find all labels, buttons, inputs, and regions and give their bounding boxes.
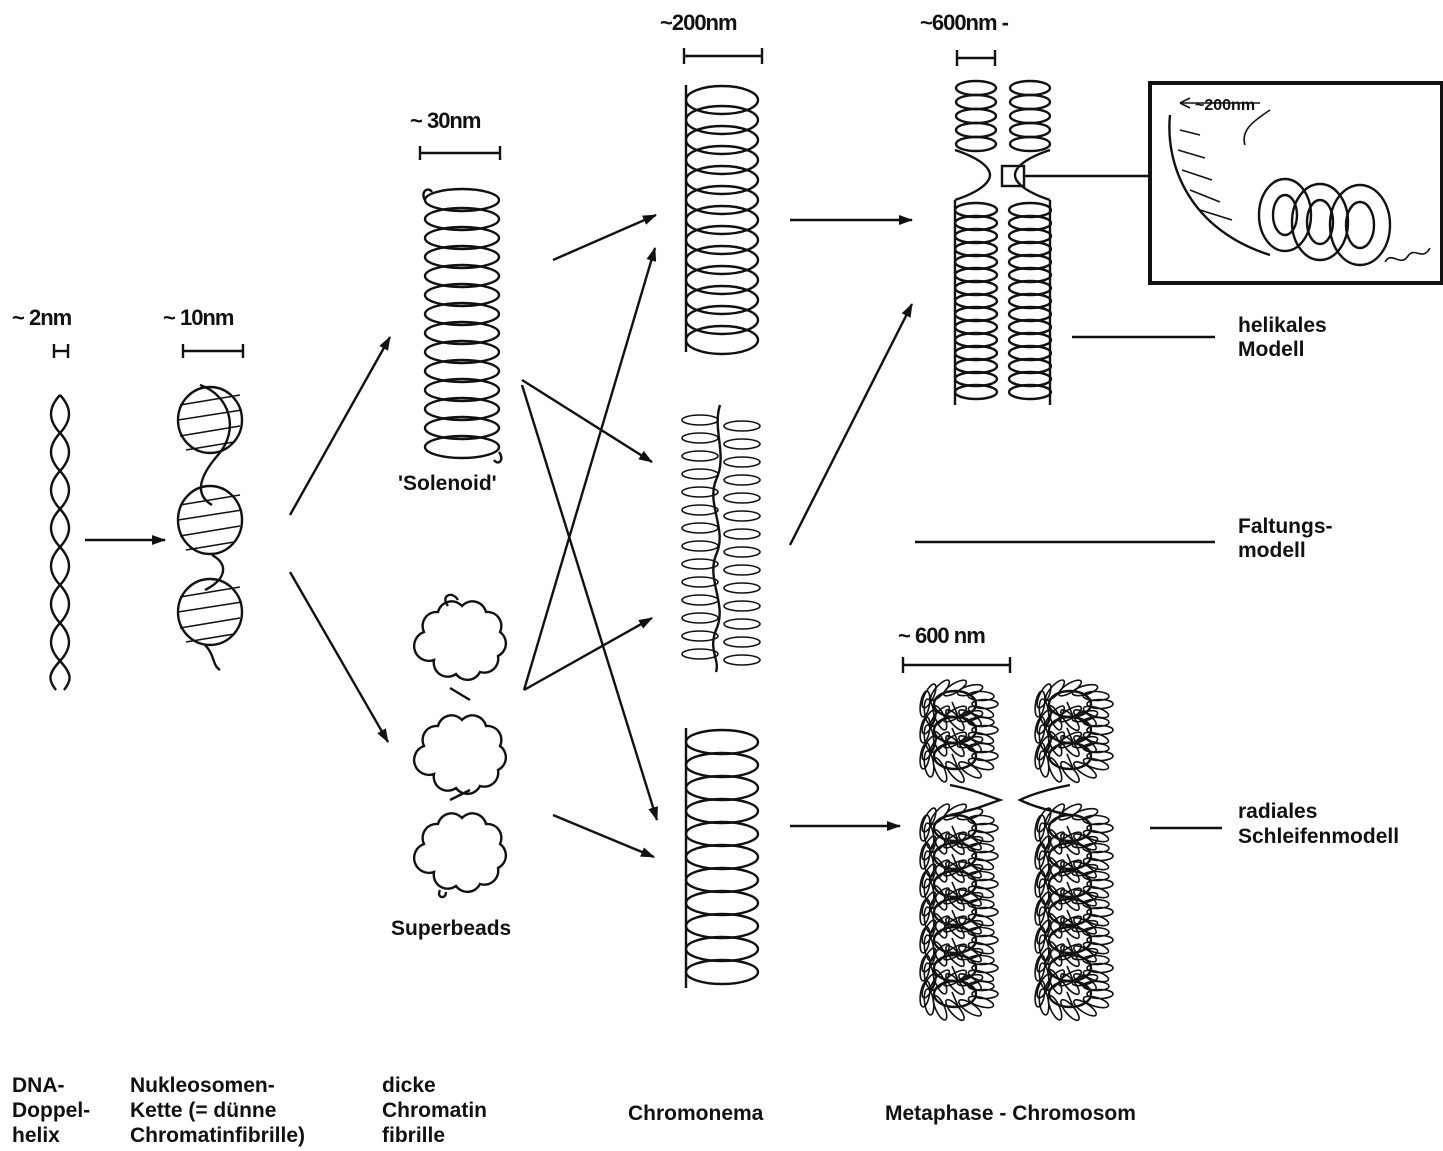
chromonema-folded [682,405,760,672]
nucleosome-chain [178,385,242,670]
stage-thick-fibril-line2: Chromatin [382,1099,487,1122]
stage-thick-fibril-line3: fibrille [382,1124,445,1147]
scale-label-solenoid: ~ 30nm [410,108,481,133]
radial-loop-chromosome [919,677,1113,1022]
radial-model-label-line2: Schleifenmodell [1238,825,1399,848]
arrow-to-solenoid [290,337,390,515]
arrow-fold-to-chromosome [790,304,912,545]
stage-dna-line2: Doppel- [12,1099,90,1122]
stage-metaphase: Metaphase - Chromosom [885,1102,1136,1125]
folding-model-label-line1: Faltungs- [1238,515,1333,538]
stage-nucleosome-line1: Nukleosomen- [130,1074,275,1097]
chromonema-loops [686,728,758,988]
solenoid-label: 'Solenoid' [398,472,497,495]
helical-metaphase-chromosome [955,81,1051,405]
scale-bar-solenoid [420,146,500,160]
scale-label-radial-chromosome: ~ 600 nm [898,623,985,648]
scale-label-chromonema: ~200nm [660,10,737,35]
folding-model-label-line2: modell [1238,539,1306,562]
arrow-solenoid-to-chromonema-loops [522,385,657,820]
scale-label-nucleosome: ~ 10nm [163,305,234,330]
arrow-to-superbeads [290,572,388,742]
scale-bar-radial-chromosome [903,657,1010,673]
helical-model-label-line1: helikales [1238,314,1327,337]
radial-model-label-line1: radiales [1238,800,1317,823]
stage-nucleosome-line2: Kette (= dünne [130,1099,276,1122]
scale-label-helical-chromosome: ~600nm - [920,10,1009,35]
chromonema-helix [686,85,758,354]
dna-double-helix [50,395,69,690]
stage-chromonema: Chromonema [628,1102,764,1125]
arrow-solenoid-to-chromonema-helix [553,215,656,260]
scale-bar-dna [54,344,68,358]
scale-bar-chromonema [684,48,762,64]
stage-thick-fibril-line1: dicke [382,1074,436,1097]
superbeads [414,595,506,897]
inset-scale-label: ~200nm [1195,97,1255,114]
stage-dna-line1: DNA- [12,1074,65,1097]
solenoid-coil [423,189,501,462]
scale-bar-nucleosome [183,344,243,358]
stage-nucleosome-line3: Chromatinfibrille) [130,1124,305,1147]
arrow-superbeads-to-chromonema-loops [553,815,654,857]
scale-label-dna: ~ 2nm [12,305,72,330]
scale-bar-helical-chromosome [957,50,995,66]
stage-dna-line3: helix [12,1124,60,1147]
inset-detail [1150,83,1442,283]
arrow-superbeads-to-chromonema-helix [524,248,655,690]
helical-model-label-line2: Modell [1238,338,1305,361]
superbeads-label: Superbeads [391,917,511,940]
